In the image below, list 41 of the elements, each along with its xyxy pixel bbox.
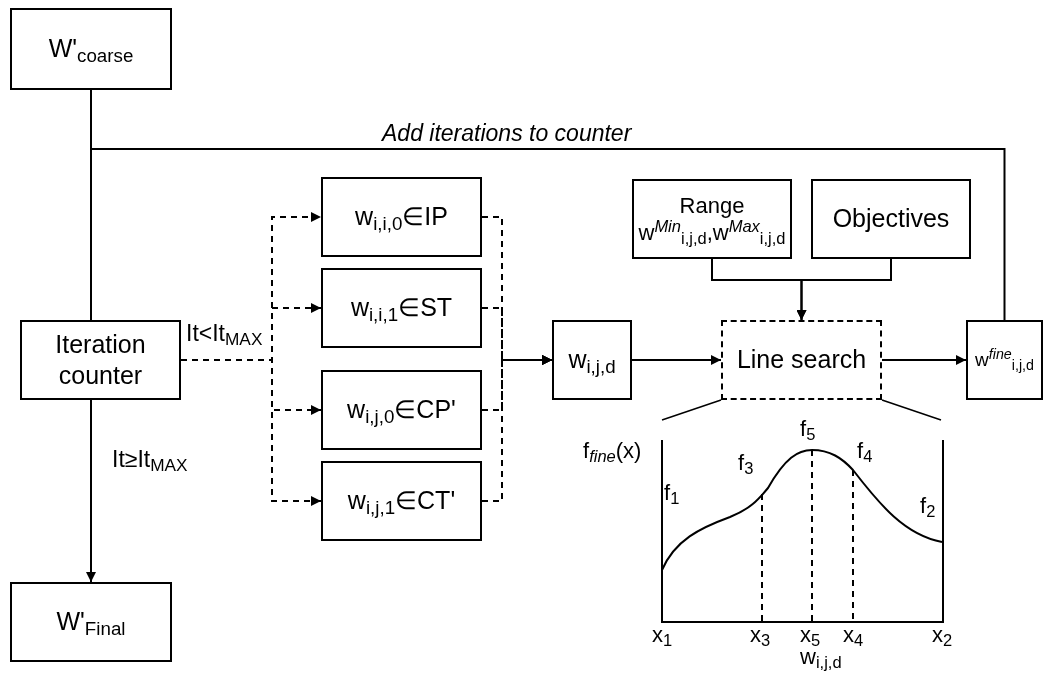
axis-label: f$_{4}$: [857, 440, 873, 462]
process-box: [552, 320, 632, 400]
node-text: w$_{i,i,1}$∈ST: [350, 292, 453, 324]
axis-label: f$_{5}$: [800, 418, 816, 440]
dashed-process-box: [721, 320, 882, 400]
node-text: w$_{i,j,d}$: [568, 344, 616, 376]
node-text: Line search: [736, 344, 867, 376]
axis-label: f$_{fine}$(x): [583, 440, 642, 462]
process-box: [966, 320, 1043, 400]
arrow: [86, 399, 96, 583]
node-text: w$_{i,i,0}$∈IP: [355, 201, 448, 233]
node-text: W'$_{coarse}$: [48, 33, 134, 65]
process-box: [20, 320, 181, 400]
axis-label: f$_{2}$: [920, 495, 936, 517]
axis-label: x$_{5}$: [800, 624, 821, 646]
process-box: [10, 8, 172, 90]
process-box: [811, 179, 971, 259]
process-box: [321, 370, 482, 450]
node-text: Iteration counter: [54, 328, 147, 391]
connector-line: [90, 148, 1006, 321]
node-text: w$_{i,j,1}$∈CT': [347, 485, 456, 517]
arrow: [881, 355, 967, 365]
axis-label: x$_{3}$: [750, 624, 771, 646]
node-text: Range: [679, 191, 745, 219]
process-box: [632, 179, 792, 259]
node-text: W'$_{Final}$: [56, 606, 126, 638]
axis-label: x$_{1}$: [652, 624, 673, 646]
axis-label: x$_{4}$: [843, 624, 864, 646]
dashed-arrow: [180, 359, 322, 506]
arrow: [796, 258, 892, 321]
axis-label: f$_{3}$: [738, 452, 754, 474]
process-box: [321, 461, 482, 541]
process-box: [321, 268, 482, 348]
arrow: [631, 355, 722, 365]
node-text: w$_{i,j,0}$∈CP': [347, 394, 456, 426]
axis-label: f$_{1}$: [664, 482, 680, 504]
process-box: [10, 582, 172, 662]
process-box: [321, 177, 482, 257]
axis-label: x$_{2}$: [932, 624, 953, 646]
node-text: Objectives: [832, 203, 950, 235]
dashed-arrow: [481, 355, 553, 502]
